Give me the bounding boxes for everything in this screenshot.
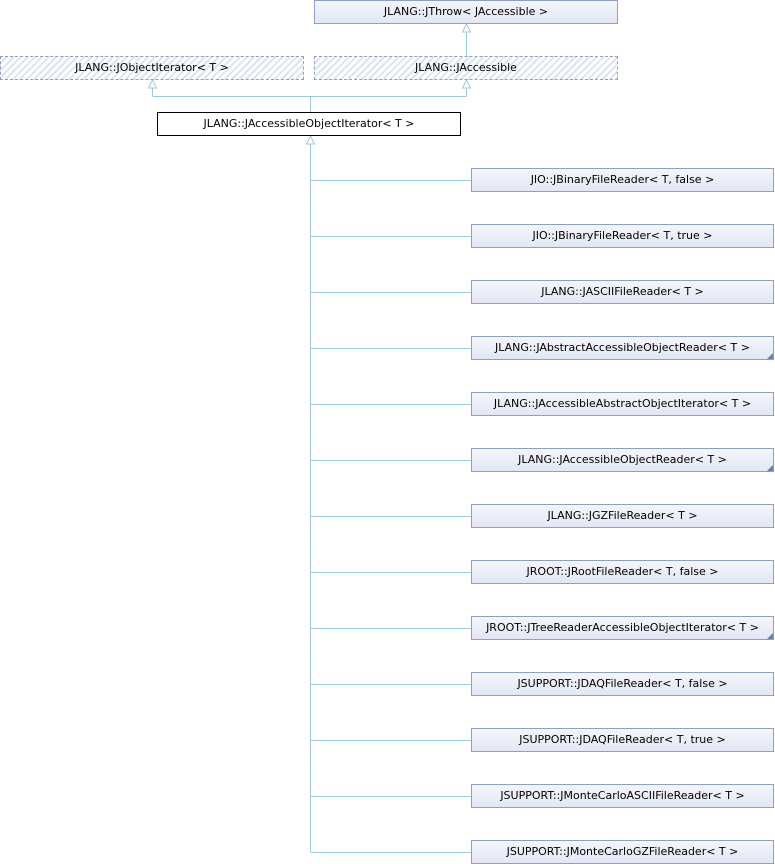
node-label: JLANG::JGZFileReader< T > <box>547 509 698 522</box>
node-label: JLANG::JAbstractAccessibleObjectReader< … <box>495 341 750 354</box>
more-subclasses-marker <box>767 353 773 359</box>
arrow-jaccessible <box>461 78 472 89</box>
node-derived-3[interactable]: JLANG::JAbstractAccessibleObjectReader< … <box>471 336 774 360</box>
node-label: JLANG::JAccessibleObjectIterator< T > <box>203 117 415 130</box>
node-derived-4[interactable]: JLANG::JAccessibleAbstractObjectIterator… <box>471 392 774 416</box>
arrow-jobjectiterator <box>147 78 158 89</box>
node-label: JLANG::JAccessibleAbstractObjectIterator… <box>493 397 752 410</box>
node-label: JLANG::JAccessible <box>415 61 517 74</box>
node-derived-9[interactable]: JSUPPORT::JDAQFileReader< T, false > <box>471 672 774 696</box>
node-label: JIO::JBinaryFileReader< T, false > <box>530 173 715 186</box>
node-label: JIO::JBinaryFileReader< T, true > <box>532 229 713 242</box>
node-label: JROOT::JRootFileReader< T, false > <box>526 565 719 578</box>
node-jobjectiterator[interactable]: JLANG::JObjectIterator< T > <box>0 56 304 80</box>
node-derived-12[interactable]: JSUPPORT::JMonteCarloGZFileReader< T > <box>471 840 774 864</box>
node-label: JLANG::JThrow< JAccessible > <box>383 5 549 18</box>
node-label: JSUPPORT::JMonteCarloASCIIFileReader< T … <box>500 789 745 802</box>
node-label: JLANG::JASCIIFileReader< T > <box>541 285 704 298</box>
more-subclasses-marker <box>767 633 773 639</box>
node-derived-10[interactable]: JSUPPORT::JDAQFileReader< T, true > <box>471 728 774 752</box>
node-jaccessible[interactable]: JLANG::JAccessible <box>314 56 618 80</box>
more-subclasses-marker <box>767 465 773 471</box>
node-derived-8[interactable]: JROOT::JTreeReaderAccessibleObjectIterat… <box>471 616 774 640</box>
node-current-jaccessibleobjectiterator: JLANG::JAccessibleObjectIterator< T > <box>157 112 461 136</box>
node-derived-11[interactable]: JSUPPORT::JMonteCarloASCIIFileReader< T … <box>471 784 774 808</box>
node-derived-5[interactable]: JLANG::JAccessibleObjectReader< T > <box>471 448 774 472</box>
arrow-current <box>305 134 316 145</box>
node-label: JROOT::JTreeReaderAccessibleObjectIterat… <box>486 621 759 634</box>
node-jthrow-jaccessible[interactable]: JLANG::JThrow< JAccessible > <box>314 0 618 24</box>
node-derived-2[interactable]: JLANG::JASCIIFileReader< T > <box>471 280 774 304</box>
node-derived-0[interactable]: JIO::JBinaryFileReader< T, false > <box>471 168 774 192</box>
node-label: JLANG::JObjectIterator< T > <box>75 61 229 74</box>
arrow-jthrow <box>461 22 472 33</box>
node-label: JSUPPORT::JMonteCarloGZFileReader< T > <box>506 845 739 858</box>
node-derived-7[interactable]: JROOT::JRootFileReader< T, false > <box>471 560 774 584</box>
node-label: JSUPPORT::JDAQFileReader< T, false > <box>517 677 728 690</box>
node-label: JSUPPORT::JDAQFileReader< T, true > <box>519 733 726 746</box>
node-derived-1[interactable]: JIO::JBinaryFileReader< T, true > <box>471 224 774 248</box>
node-label: JLANG::JAccessibleObjectReader< T > <box>518 453 727 466</box>
node-derived-6[interactable]: JLANG::JGZFileReader< T > <box>471 504 774 528</box>
